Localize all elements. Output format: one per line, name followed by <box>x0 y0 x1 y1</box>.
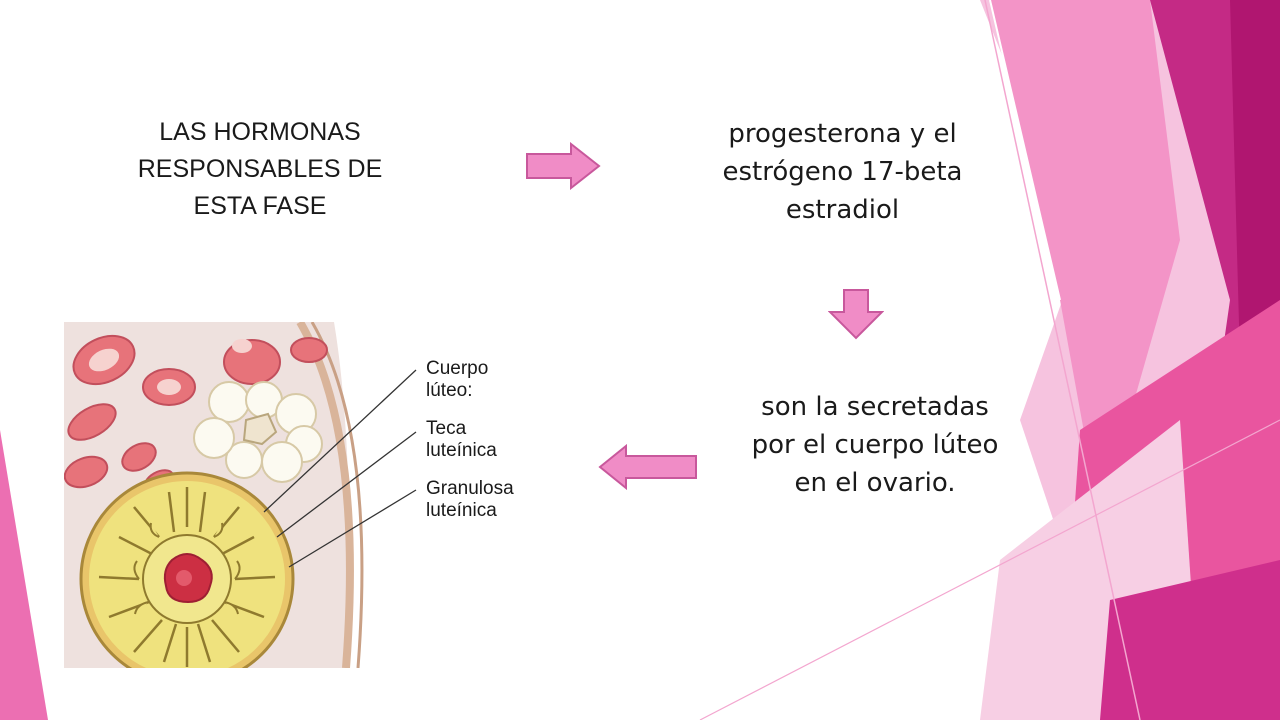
arrow-down-icon <box>828 289 884 340</box>
cell-nuclei <box>88 339 252 395</box>
decor-line-1 <box>984 0 1141 720</box>
hormones-list-text: progesterona y el estrógeno 17-beta estr… <box>722 119 963 225</box>
label-teca-line1: Teca <box>426 418 467 439</box>
corpus-albicans <box>193 381 323 483</box>
secretion-source-text: son la secretadas por el cuerpo lúteo en… <box>751 392 999 498</box>
label-pointer-lines <box>263 369 417 568</box>
decor-line-3 <box>989 0 1061 301</box>
phase-hormones-heading: LAS HORMONAS RESPONSABLES DE ESTA FASE <box>137 118 383 220</box>
decor-line-2 <box>699 419 1280 720</box>
label-granulosa-line1: Granulosa <box>426 478 514 499</box>
arrow-right-icon <box>526 142 601 190</box>
label-granulosa-line2: luteínica <box>426 500 497 521</box>
corpus-luteum <box>79 471 295 668</box>
arrow-left-icon <box>598 444 697 490</box>
right-band-pink <box>990 0 1180 520</box>
label-cuerpo-luteo-line1: Cuerpo <box>426 358 488 379</box>
label-cuerpo-luteo-line2: lúteo: <box>426 380 472 401</box>
left-accent-shape <box>0 430 48 720</box>
right-band-bottom <box>1100 560 1280 720</box>
corpus-luteum-illustration: Cuerpo lúteo: Teca luteínica Granulosa l… <box>64 322 514 668</box>
label-teca-line2: luteínica <box>426 440 497 461</box>
